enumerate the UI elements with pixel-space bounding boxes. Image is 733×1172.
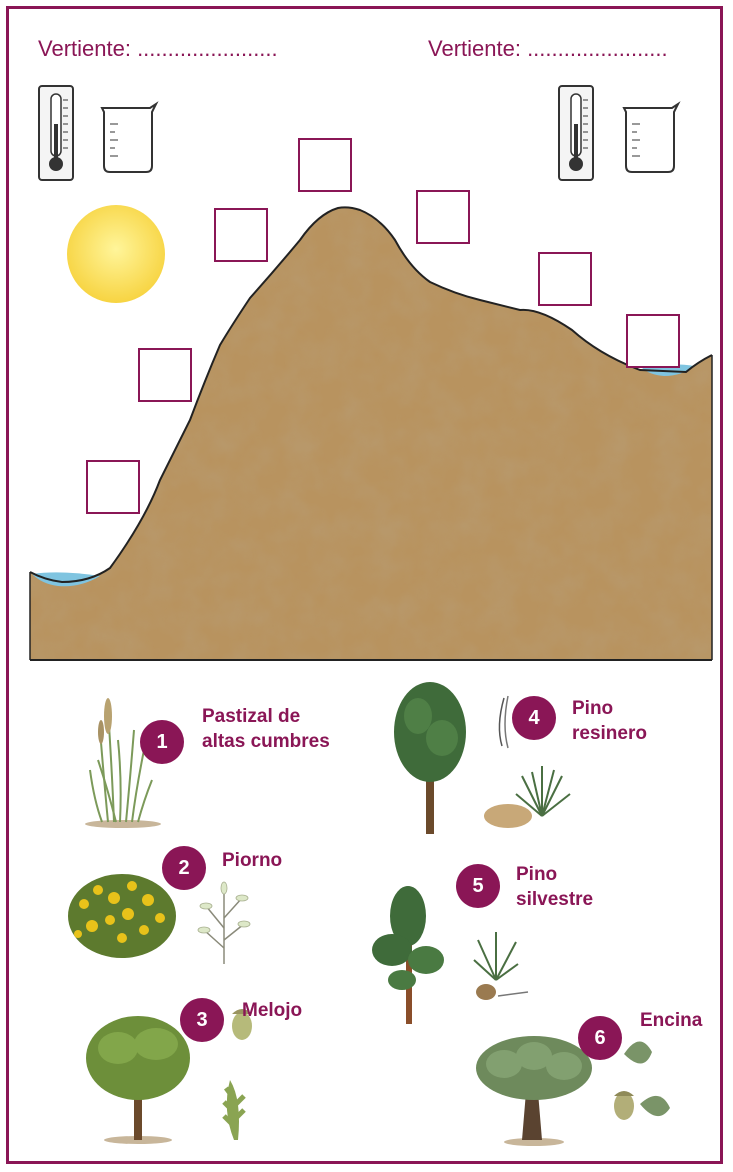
answer-box-6[interactable] <box>138 348 192 402</box>
answer-box-7[interactable] <box>86 460 140 514</box>
plant-badge-3: 3 <box>180 998 224 1042</box>
plant-badge-1: 1 <box>140 720 184 764</box>
plant-badge-5: 5 <box>456 864 500 908</box>
answer-box-1[interactable] <box>298 138 352 192</box>
plant-label-2: Piorno <box>222 848 282 873</box>
answer-box-2[interactable] <box>416 190 470 244</box>
plant-label-3: Melojo <box>242 998 302 1023</box>
mountain-profile <box>0 0 733 670</box>
scots-pine-icon <box>368 880 538 1026</box>
plant-label-6: Encina <box>640 1008 702 1033</box>
plant-badge-6: 6 <box>578 1016 622 1060</box>
plant-badge-2: 2 <box>162 846 206 890</box>
plant-label-4: Pino resinero <box>572 696 647 746</box>
pyrenean-oak-icon <box>82 1000 262 1146</box>
holm-oak-icon <box>474 1030 684 1148</box>
answer-box-4[interactable] <box>538 252 592 306</box>
answer-box-5[interactable] <box>626 314 680 368</box>
answer-box-3[interactable] <box>214 208 268 262</box>
plant-badge-4: 4 <box>512 696 556 740</box>
maritime-pine-icon <box>392 676 582 836</box>
plant-label-1: Pastizal de altas cumbres <box>202 704 330 754</box>
plant-label-5: Pino silvestre <box>516 862 593 912</box>
broom-shrub-icon <box>64 868 254 974</box>
